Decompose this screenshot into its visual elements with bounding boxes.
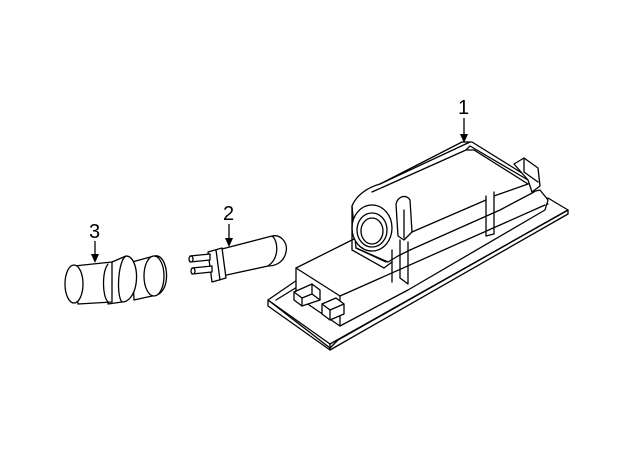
bulb-socket <box>64 255 168 305</box>
callout-3-arrowhead <box>91 254 99 263</box>
callout-3: 3 <box>89 221 100 263</box>
lamp-housing <box>267 141 569 351</box>
callout-1: 1 <box>458 97 469 143</box>
bulb <box>188 235 288 283</box>
callout-3-label: 3 <box>89 221 100 243</box>
callout-2: 2 <box>223 203 234 247</box>
callout-1-label: 1 <box>458 97 469 119</box>
callout-2-arrowhead <box>225 238 233 247</box>
callout-2-label: 2 <box>223 203 234 225</box>
callout-1-arrowhead <box>460 134 468 143</box>
